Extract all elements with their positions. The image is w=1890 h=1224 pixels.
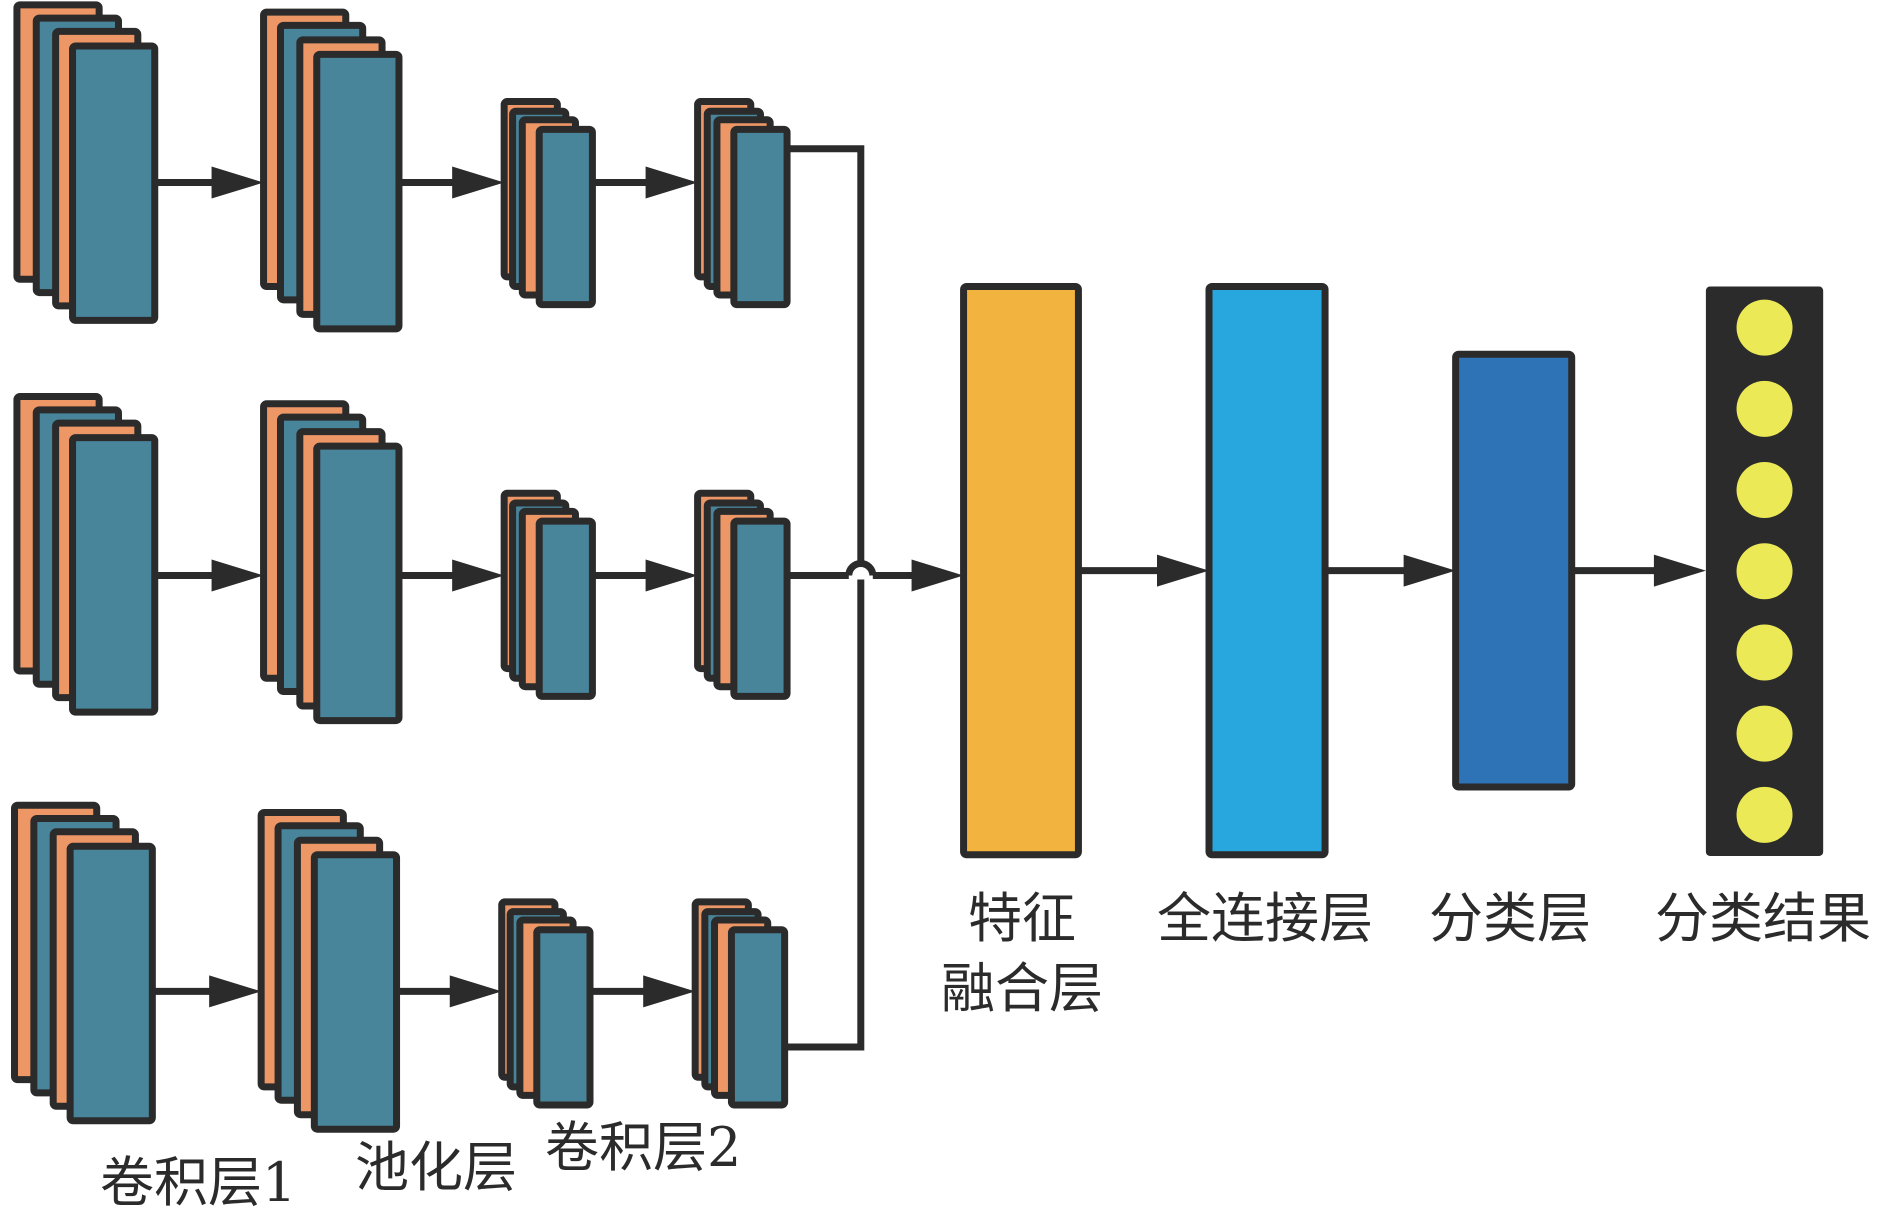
arrow-head-branch-2-1: [211, 559, 264, 592]
arrow-head-branch-3-1: [209, 975, 262, 1008]
feature-map-branch-1-conv2-4: [535, 125, 596, 309]
output-node-2: [1736, 380, 1793, 437]
output-node-1: [1736, 299, 1793, 356]
feature-map-branch-2-conv1-4: [69, 434, 159, 716]
feature-map-branch-2-pool-4: [313, 442, 403, 725]
head-arrow-head-3: [1653, 554, 1706, 587]
line-crossing-hop: [845, 560, 877, 576]
label-fully-connected: 全连接层: [1157, 887, 1373, 950]
arrow-head-branch-2-2: [452, 559, 505, 592]
label-conv1: 卷积层1: [100, 1151, 297, 1214]
arrow-head-branch-2-3: [645, 559, 698, 592]
label-fusion-line1: 特征: [968, 887, 1076, 950]
output-node-3: [1736, 462, 1793, 519]
feature-map-branch-3-conv1-4: [66, 842, 156, 1125]
output-node-4: [1736, 543, 1793, 600]
feature-map-branch-1-pool2-4: [730, 125, 791, 309]
head-arrow-head-2: [1403, 554, 1456, 587]
arrow-head-to-fusion: [911, 559, 964, 592]
arrow-head-branch-1-1: [211, 166, 264, 199]
feature-map-branch-1-pool-4: [313, 50, 403, 333]
merge-connector-top: [785, 145, 865, 562]
feature-map-branch-3-pool-4: [310, 851, 401, 1133]
arrow-head-branch-3-2: [449, 975, 502, 1008]
label-fusion: 特征 融合层: [937, 886, 1107, 1022]
feature-map-branch-3-pool2-4: [727, 926, 789, 1109]
arrow-head-branch-3-3: [643, 975, 696, 1008]
fusion-layer-block: [960, 283, 1082, 859]
fully-connected-layer-block: [1205, 283, 1329, 859]
feature-map-branch-2-conv2-4: [535, 517, 596, 700]
feature-map-branch-1-conv1-4: [69, 42, 159, 324]
output-node-6: [1736, 705, 1793, 762]
classification-layer-block: [1452, 350, 1576, 791]
output-node-5: [1736, 624, 1793, 681]
head-arrow-head-1: [1157, 554, 1209, 587]
feature-map-branch-2-pool2-4: [730, 517, 791, 700]
feature-map-branch-3-conv2-4: [533, 926, 594, 1109]
label-classification: 分类层: [1429, 887, 1591, 950]
merge-connector-bottom: [785, 579, 865, 1051]
label-conv2: 卷积层2: [545, 1116, 742, 1179]
arrow-head-branch-1-2: [452, 166, 505, 199]
output-node-7: [1736, 786, 1793, 843]
label-pool: 池化层: [355, 1136, 517, 1199]
arrow-head-branch-1-3: [645, 166, 698, 199]
label-fusion-line2: 融合层: [941, 957, 1103, 1020]
label-result: 分类结果: [1655, 887, 1871, 950]
